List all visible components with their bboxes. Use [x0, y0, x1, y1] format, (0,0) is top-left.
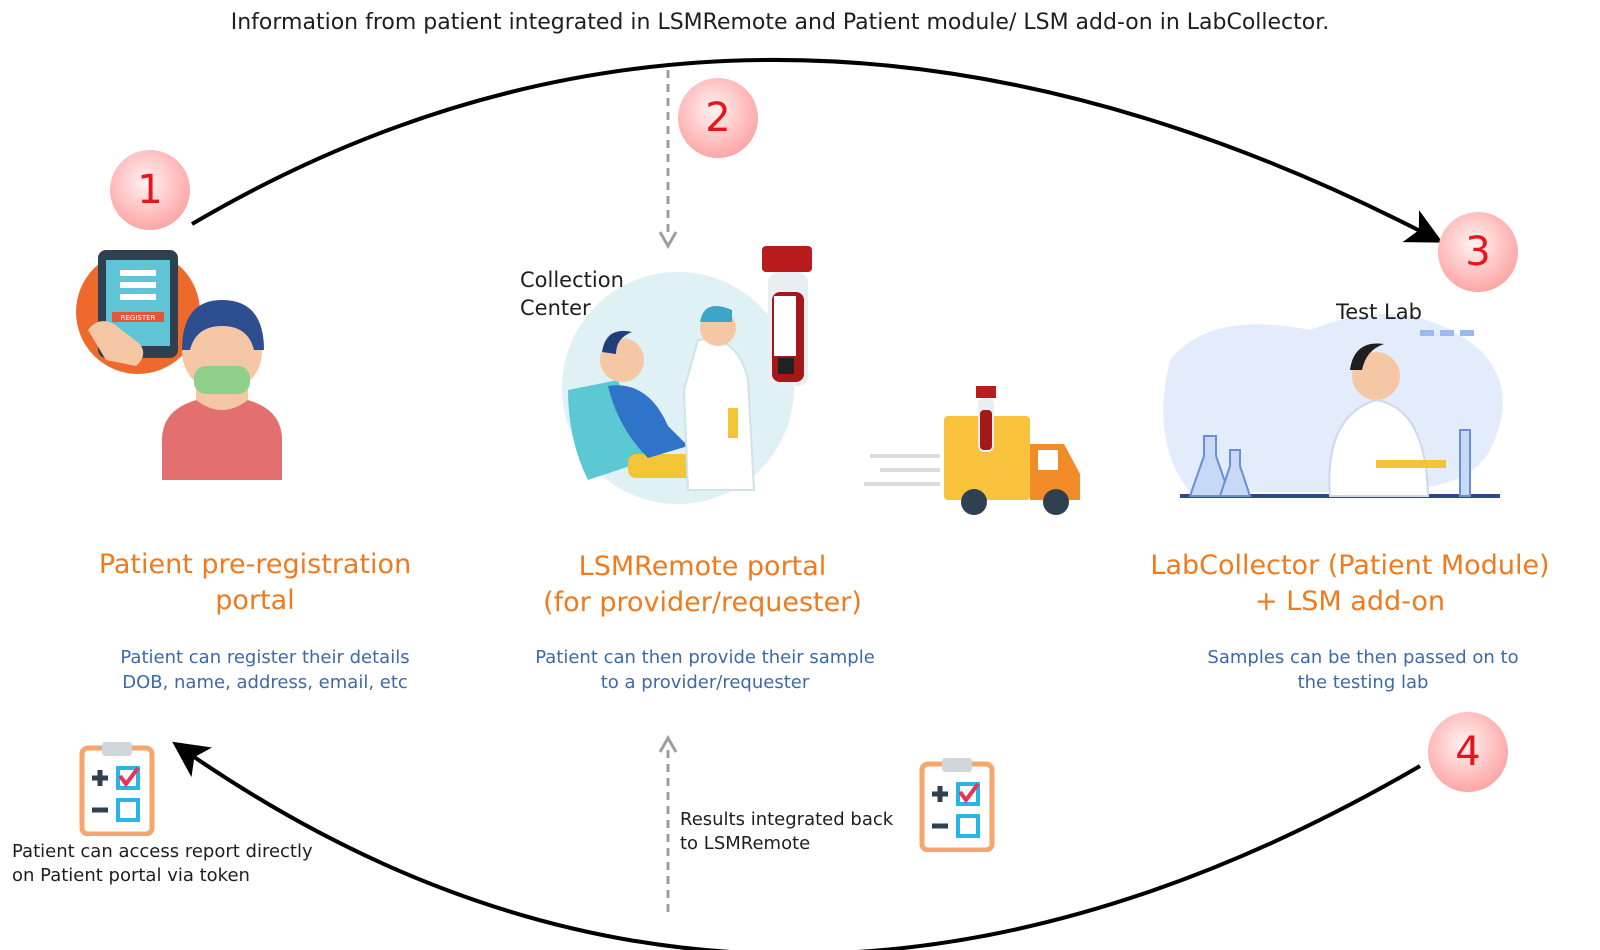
step-4-badge: 4: [1428, 712, 1508, 792]
diagram-title: Information from patient integrated in L…: [230, 10, 1330, 35]
dashed-arrow-down: [658, 70, 678, 250]
delivery-truck-icon: [864, 386, 1080, 515]
blood-tube-icon: [762, 246, 812, 386]
clipboard-results-icon: [919, 758, 995, 852]
dashed-arrow-up: [658, 734, 678, 912]
step-1-badge: 1: [110, 150, 190, 230]
step-2-badge: 2: [678, 78, 758, 158]
test-lab-label: Test Lab: [1336, 300, 1422, 324]
patient-access-note: Patient can access report directly on Pa…: [12, 841, 313, 886]
test-lab-illustration: [1163, 314, 1503, 498]
collection-center-illustration: [562, 246, 812, 504]
patient-registration-illustration: REGISTER: [76, 250, 282, 480]
patient-portal-description: Patient can register their details DOB, …: [120, 647, 410, 693]
lsmremote-portal-description: Patient can then provide their sample to…: [535, 647, 875, 693]
top-arc-arrow: [190, 57, 1443, 243]
patient-portal-heading: Patient pre-registration portal: [98, 549, 412, 616]
labcollector-description: Samples can be then passed on to the tes…: [1207, 647, 1519, 693]
labcollector-heading: LabCollector (Patient Module) + LSM add-…: [1150, 550, 1550, 617]
collection-center-label: Collection Center: [520, 268, 624, 320]
clipboard-report-icon: [79, 742, 155, 836]
results-integrated-note: Results integrated back to LSMRemote: [680, 809, 894, 854]
register-button-text: REGISTER: [121, 314, 156, 322]
bottom-arc-arrow: [172, 741, 1422, 950]
lsmremote-portal-heading: LSMRemote portal (for provider/requester…: [543, 551, 862, 618]
step-3-badge: 3: [1438, 212, 1518, 292]
